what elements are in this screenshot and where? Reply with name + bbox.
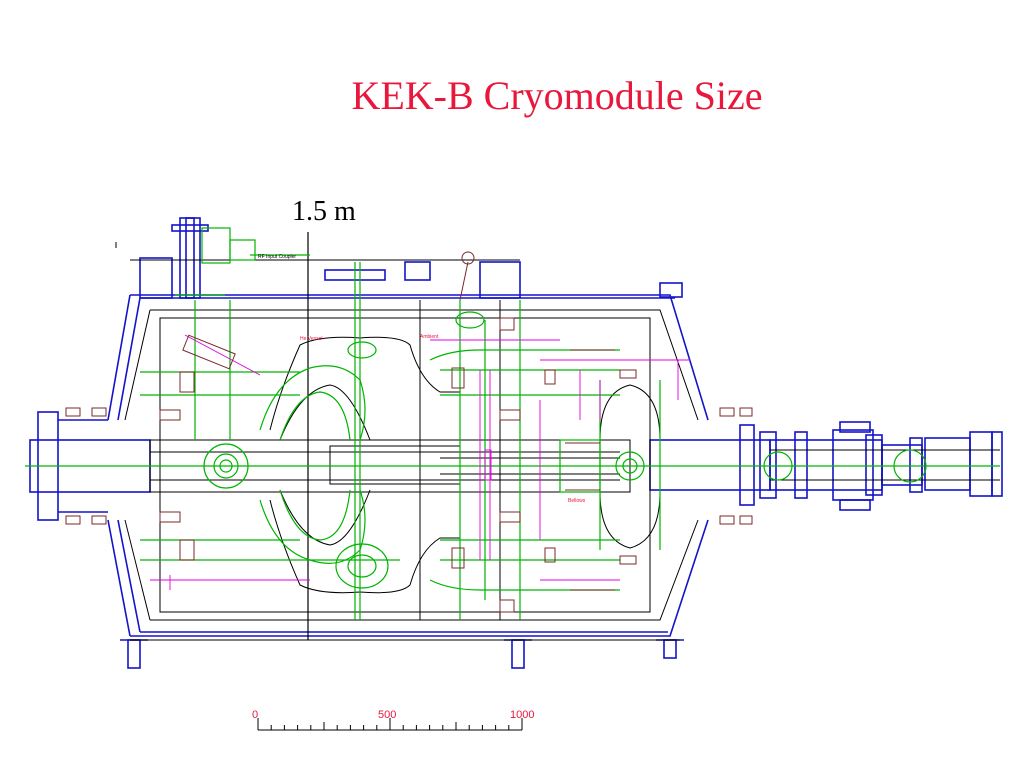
scale-tick-label-500: 500 [378, 709, 396, 721]
drawing-labels: RF Input Coupler He Vessel Ambient Bello… [258, 254, 586, 504]
dimension-label: 1.5 m [292, 196, 356, 227]
vacuum-vessel [29, 217, 1003, 669]
scale-bar: 0 500 1000 [252, 709, 534, 731]
slide-title: KEK-B Cryomodule Size [351, 73, 763, 118]
cavity-components [25, 227, 1000, 620]
flange-details [65, 251, 753, 613]
annotation-lines [150, 334, 690, 590]
rf-input-coupler-label: RF Input Coupler [258, 254, 296, 260]
ambient-label: Ambient [420, 334, 439, 340]
bellows-label: Bellows [568, 498, 586, 504]
scale-tick-label-0: 0 [252, 709, 258, 721]
scale-tick-label-1000: 1000 [510, 709, 534, 721]
he-vessel-label: He Vessel [300, 336, 323, 342]
